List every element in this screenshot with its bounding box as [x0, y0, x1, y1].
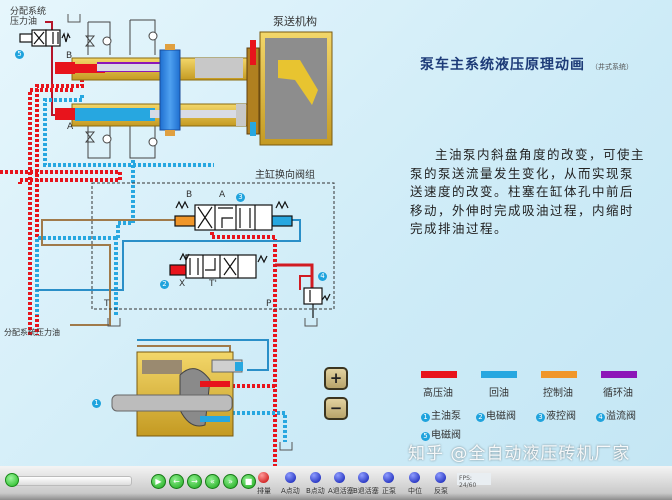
marker-3: 3: [236, 193, 245, 202]
water-tank-block: [159, 49, 181, 131]
b-jog-button[interactable]: [310, 472, 321, 483]
port-A: A: [219, 190, 226, 200]
port-B: B: [186, 190, 193, 200]
control-label: B点动: [306, 487, 325, 495]
marker-1: 1: [92, 399, 101, 408]
marker-4: 4: [318, 272, 327, 281]
solenoid-valve-2: [169, 252, 268, 279]
number-badge: 4: [596, 413, 605, 422]
solenoid-valve-5: [19, 29, 71, 47]
component-label: 液控阀: [546, 411, 576, 422]
watermark: 知乎 @全自动液压砖机厂家: [408, 444, 631, 464]
forward-pump-button[interactable]: [383, 472, 394, 483]
port-A-cylinder: A: [67, 122, 74, 132]
forward-icon[interactable]: →: [187, 474, 202, 489]
pump-mechanism: [246, 31, 333, 146]
hydraulic-diagram: [0, 14, 335, 466]
reverse-pump-button[interactable]: [435, 472, 446, 483]
back-icon[interactable]: ←: [169, 474, 184, 489]
zoom-in-button[interactable]: +: [324, 367, 348, 390]
rewind-icon[interactable]: «: [205, 474, 220, 489]
relief-valve-4: [303, 287, 331, 318]
control-label: 正泵: [382, 487, 396, 495]
hydraulic-valve-3: [174, 200, 293, 231]
fast-forward-icon[interactable]: »: [223, 474, 238, 489]
a-jog-button[interactable]: [285, 472, 296, 483]
port-T-prime: T': [209, 279, 217, 289]
legend-swatch-high-pressure: [421, 371, 457, 378]
check-valves: [84, 19, 158, 159]
pipe-high-pressure: [0, 21, 314, 466]
component-label: 电磁阀: [431, 430, 461, 441]
a-retract-piston-button[interactable]: [334, 472, 345, 483]
label-distribution-oil-bottom: 分配系统压力油: [4, 328, 60, 337]
label-line: 分配系统: [10, 7, 47, 17]
tank-symbols: [67, 14, 318, 451]
control-label: 中位: [408, 487, 422, 495]
marker-2: 2: [160, 280, 169, 289]
neutral-button[interactable]: [409, 472, 420, 483]
cylinder-A: [55, 103, 248, 127]
control-label: B退活塞: [353, 487, 379, 495]
component-label: 电磁阀: [486, 411, 516, 422]
legend-swatch-circulation: [601, 371, 637, 378]
legend-label: 循环油: [603, 388, 633, 399]
label-line: 压力油: [10, 17, 38, 27]
legend-label: 控制油: [543, 388, 573, 399]
component-label: 溢流阀: [606, 411, 636, 422]
number-badge: 3: [536, 413, 545, 422]
legend-label: 高压油: [423, 388, 453, 399]
port-X: X: [179, 279, 186, 289]
control-label: 反泵: [434, 487, 448, 495]
progress-knob[interactable]: [5, 473, 19, 487]
port-P: P: [266, 299, 272, 309]
control-label: A退活塞: [328, 487, 354, 495]
fps-readout: FPS: 24/60: [457, 473, 491, 489]
b-retract-piston-button[interactable]: [358, 472, 369, 483]
subtitle-text: （井式系统）: [591, 63, 633, 71]
playback-toolbar: ▶ ← → « » ■ 排量 A点动 B点动 A退活塞 B退活塞 正泵 中位 反…: [0, 466, 672, 500]
play-icon[interactable]: ▶: [151, 474, 166, 489]
number-badge: 1: [421, 413, 430, 422]
zoom-out-button[interactable]: −: [324, 397, 348, 420]
progress-slider[interactable]: [8, 476, 132, 486]
cylinder-B: [55, 57, 248, 81]
legend-swatch-control: [541, 371, 577, 378]
control-label: 排量: [257, 487, 271, 495]
control-label: A点动: [281, 487, 300, 495]
number-badge: 5: [421, 432, 430, 441]
pipe-return: [35, 95, 301, 442]
legend-label: 回油: [489, 388, 509, 399]
title-text: 泵车主系统液压原理动画: [420, 57, 585, 73]
legend-swatch-return: [481, 371, 517, 378]
label-valve-group: 主缸换向阀组: [255, 170, 315, 181]
description-text: 主油泵内斜盘角度的改变，可使主泵的泵送流量发生变化，从而实现泵送速度的改变。柱塞…: [410, 147, 646, 236]
main-pump-1: [111, 351, 243, 437]
valve-group-box: [91, 182, 335, 310]
port-B-cylinder: B: [66, 51, 73, 61]
number-badge: 2: [476, 413, 485, 422]
stop-icon[interactable]: ■: [241, 474, 256, 489]
port-T: T: [104, 299, 110, 309]
label-distribution-oil-top: 分配系统压力油: [10, 7, 46, 27]
displacement-button[interactable]: [258, 472, 269, 483]
marker-5: 5: [15, 50, 24, 59]
component-label: 主油泵: [431, 411, 461, 422]
label-pump-mechanism: 泵送机构: [273, 15, 317, 28]
page-title: 泵车主系统液压原理动画 （井式系统）: [420, 54, 633, 74]
